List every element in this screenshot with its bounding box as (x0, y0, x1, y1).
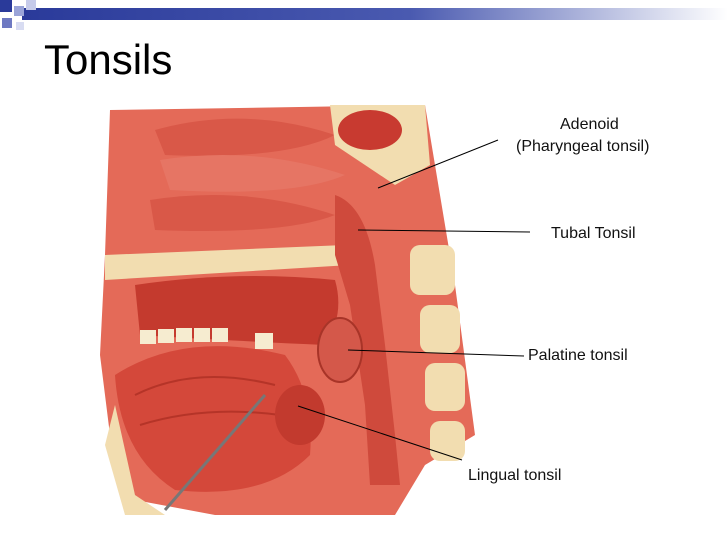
label-adenoid-subtitle: (Pharyngeal tonsil) (516, 138, 650, 155)
band-square-2 (14, 6, 24, 16)
label-palatine-tonsil: Palatine tonsil (528, 347, 628, 364)
band-square-3 (26, 0, 36, 10)
band-square-1 (0, 0, 12, 12)
label-tubal-tonsil: Tubal Tonsil (551, 225, 636, 242)
header-band (0, 0, 728, 30)
pharynx-anatomy-illustration (100, 105, 475, 515)
label-lingual-tonsil: Lingual tonsil (468, 467, 562, 484)
slide-title: Tonsils (44, 36, 173, 83)
band-square-4 (2, 18, 12, 28)
band-square-5 (16, 22, 24, 30)
label-adenoid: Adenoid (560, 116, 619, 133)
